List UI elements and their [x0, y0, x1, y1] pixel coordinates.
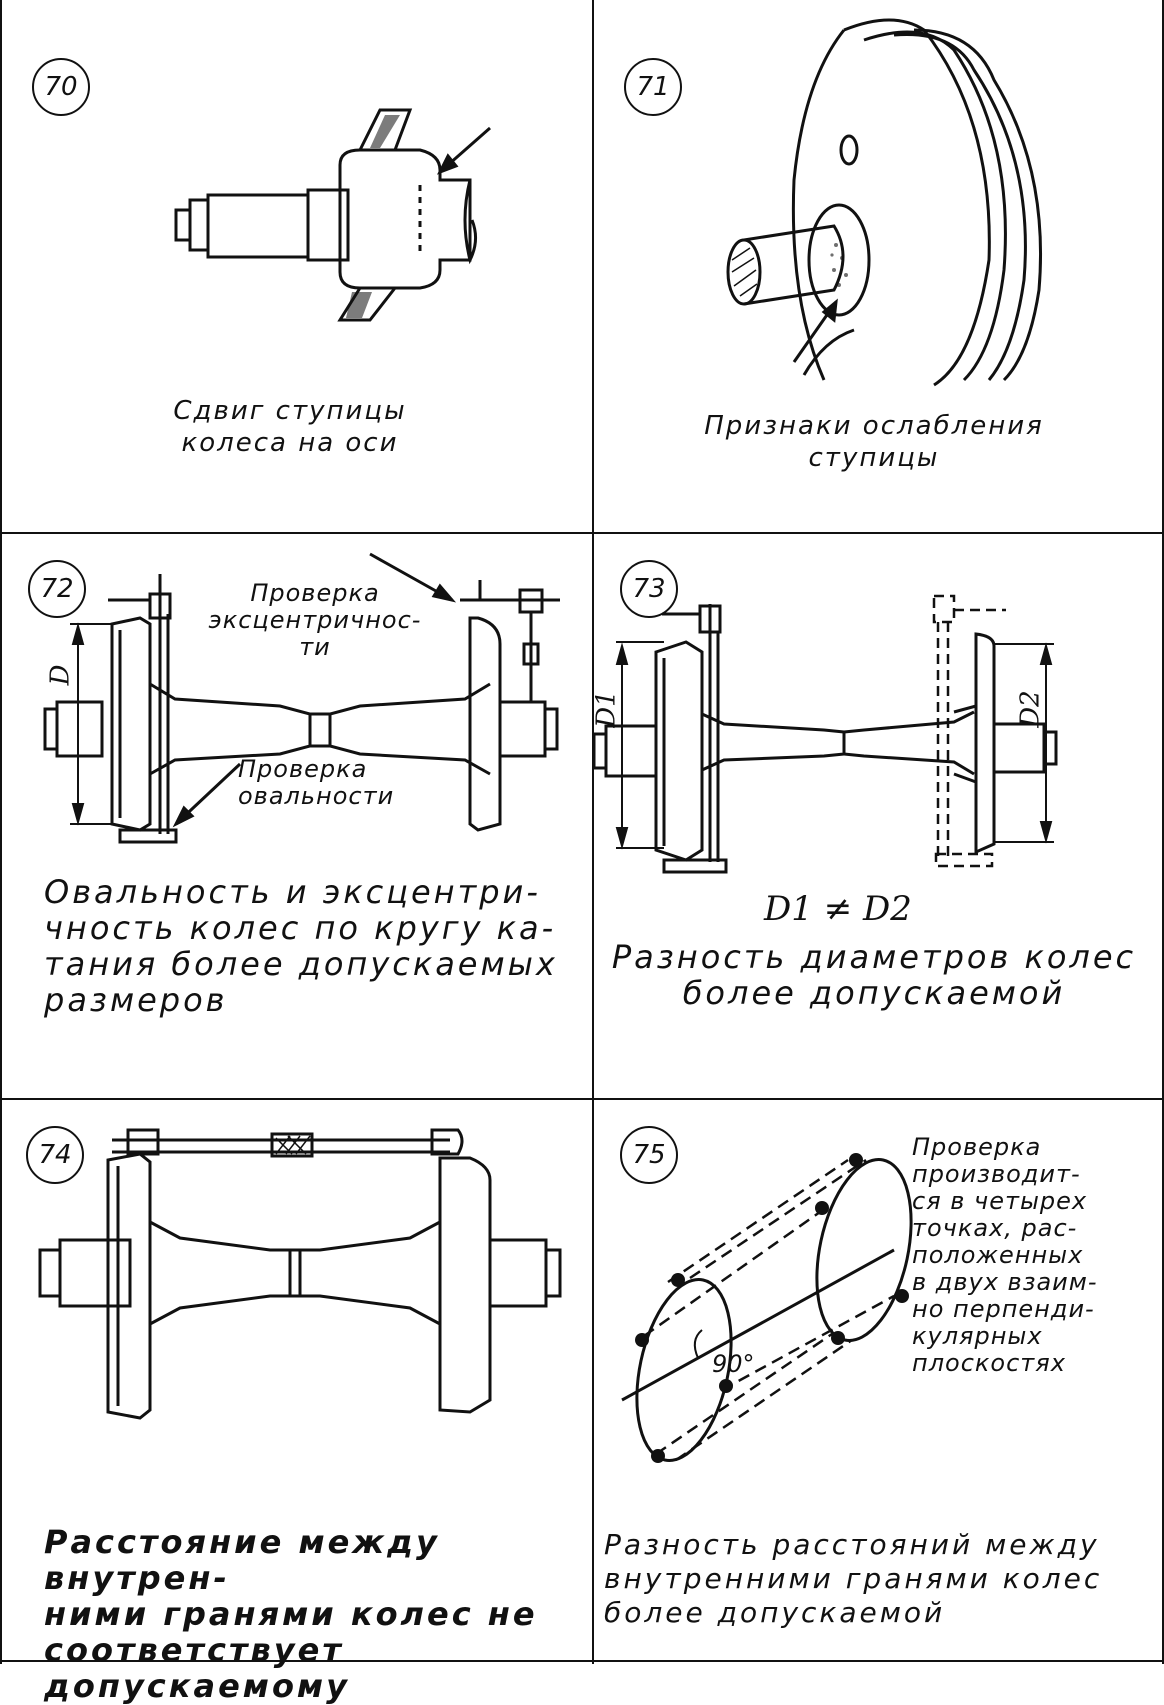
note-line-3: ся в четырех: [912, 1187, 1088, 1215]
caption-line-2: ступицы: [808, 443, 940, 473]
panel-number: 74: [26, 1126, 84, 1184]
border-left: [0, 0, 2, 1664]
diameter-difference-drawing: [594, 534, 1162, 1098]
oval-label-line-1: Проверка: [238, 755, 368, 783]
row-divider-1: [0, 532, 1164, 534]
diameter-inequality: D1 ≠ D2: [764, 889, 912, 929]
ecc-label-line-3: ти: [299, 633, 331, 661]
dimension-d1-label: D1: [591, 690, 622, 728]
hub-loosening-drawing: [594, 0, 1162, 532]
ecc-label-line-2: эксцентричнос-: [208, 606, 422, 634]
inner-gauge-drawing: [0, 1100, 592, 1660]
oval-label-line-2: овальности: [238, 782, 395, 810]
caption-line-3: более допускаемой: [604, 1596, 946, 1629]
caption-line-2: чность колес по кругу ка-: [44, 909, 557, 947]
panel-71: 71: [594, 0, 1162, 532]
panel-number: 71: [624, 58, 682, 116]
panel-74: 74: [0, 1100, 592, 1704]
caption-line-1: Сдвиг ступицы: [173, 396, 407, 426]
note-line-7: но перпенди-: [912, 1295, 1095, 1323]
ecc-label-line-1: Проверка: [250, 579, 380, 607]
border-right: [1162, 0, 1164, 1664]
caption-line-4: размеров: [44, 981, 228, 1019]
caption-line-1: Расстояние между внутрен-: [44, 1523, 440, 1597]
note-line-4: точках, рас-: [912, 1214, 1078, 1242]
panel-number: 72: [28, 560, 86, 618]
measurement-points-drawing: [594, 1153, 1162, 1463]
dimension-d2-label: D2: [1015, 690, 1046, 728]
caption-line-2: более допускаемой: [682, 974, 1066, 1012]
caption-line-1: Признаки ослабления: [704, 411, 1044, 441]
panel-73: 73: [591, 534, 1162, 1098]
dimension-label: D: [45, 664, 76, 686]
caption-line-2: внутренними гранями колес: [604, 1562, 1103, 1595]
note-line-2: производит-: [912, 1160, 1081, 1188]
hub-shift-drawing: [0, 0, 592, 532]
note-line-6: в двух взаим-: [912, 1268, 1098, 1296]
border-bottom: [0, 1660, 1164, 1662]
caption-line-2: колеса на оси: [181, 428, 399, 458]
note-line-5: положенных: [912, 1241, 1084, 1269]
caption-line-1: Разность диаметров колес: [611, 938, 1137, 976]
panel-75: 75: [594, 1100, 1162, 1660]
row-divider-2: [0, 1098, 1164, 1100]
caption-line-2: ними гранями колес не: [44, 1595, 538, 1633]
caption-line-3: соответствует допускаемому: [44, 1631, 350, 1705]
note-line-9: плоскостях: [912, 1349, 1066, 1377]
caption-line-1: Овальность и эксцентри-: [44, 873, 541, 911]
note-line-8: кулярных: [912, 1322, 1043, 1350]
panel-number: 73: [620, 560, 678, 618]
panel-number: 75: [620, 1126, 678, 1184]
panel-number: 70: [32, 58, 90, 116]
ovality-check-drawing: [0, 534, 592, 1098]
angle-label: 90°: [712, 1350, 755, 1378]
column-divider: [592, 0, 594, 1664]
note-line-1: Проверка: [912, 1133, 1042, 1161]
panel-72: 72: [0, 534, 592, 1098]
caption-line-1: Разность расстояний между: [604, 1528, 1100, 1561]
caption-line-3: тания более допускаемых: [44, 945, 558, 983]
panel-70: 70: [0, 0, 592, 532]
